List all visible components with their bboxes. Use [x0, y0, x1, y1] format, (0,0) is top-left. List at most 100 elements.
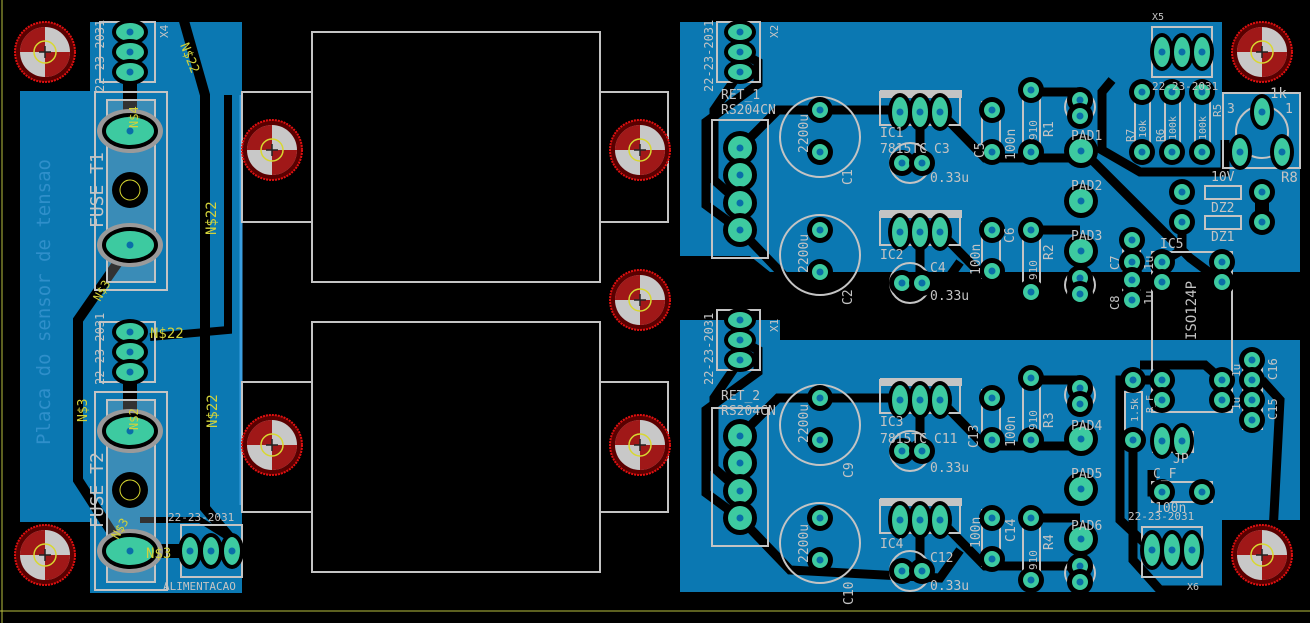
regulator-pin-drill	[916, 516, 924, 524]
label-dz-value: 10V	[1211, 170, 1235, 185]
label-c10-value: 2200u	[797, 524, 812, 563]
connector-alimentacao-pin-drill	[228, 547, 236, 555]
trace-bottom-pos	[736, 393, 900, 440]
label-n2: N$2	[127, 408, 141, 430]
mounting-hole-drill	[1250, 543, 1274, 567]
mounting-hole-crosshair	[634, 144, 646, 156]
fuse-pin-drill	[126, 547, 134, 555]
component-pin-drill	[1218, 258, 1226, 266]
bridge-pin-drill	[736, 514, 744, 522]
label-ic5-name: IC5	[1160, 237, 1183, 252]
component-pin-drill	[918, 159, 926, 167]
mounting-hole-crosshair	[1256, 46, 1268, 58]
regulator-pin-drill	[936, 396, 944, 404]
label-c8-name: C8	[1108, 296, 1122, 310]
label-r7-value: 10k	[1138, 120, 1149, 138]
label-ret2-value: RS204CN	[721, 404, 776, 419]
label-pad4: PAD4	[1071, 419, 1102, 434]
component-pin-drill	[898, 567, 906, 575]
regulator-pin-drill	[896, 396, 904, 404]
label-pad1: PAD1	[1071, 129, 1102, 144]
bridge-rectifier-top-outline	[711, 119, 769, 259]
component-pin-drill	[988, 226, 996, 234]
fuse-center-hole	[112, 172, 148, 208]
label-ic2-name: IC2	[880, 248, 903, 263]
label-alim-value: 22-23-2031	[168, 511, 234, 524]
component-pin-drill	[1168, 148, 1176, 156]
label-c2-value: 2200u	[797, 234, 812, 273]
mounting-hole-quadrants	[1237, 530, 1287, 580]
fuse-pin-drill	[126, 127, 134, 135]
component-pin-drill	[1129, 436, 1137, 444]
label-c4-value: 0.33u	[930, 289, 969, 304]
component-pin-drill	[918, 279, 926, 287]
component-pin-drill	[816, 436, 824, 444]
component-pin-drill	[1218, 396, 1226, 404]
component-pin-drill	[1218, 376, 1226, 384]
label-x3-value: 22-23-2031	[93, 313, 107, 385]
connector-x5-pin-drill	[1158, 48, 1166, 56]
zener-dz2-body	[1204, 185, 1242, 200]
component-pin-drill	[1248, 396, 1256, 404]
component-pin-drill	[1076, 400, 1084, 408]
trace-bottom-neg	[736, 514, 964, 583]
component-pin-drill	[1027, 86, 1035, 94]
component-pin-drill	[1076, 112, 1084, 120]
label-jp: JP	[1173, 452, 1189, 467]
trimmer-pin-drill	[1236, 148, 1244, 156]
fuse-holder-t1-outline	[94, 91, 168, 291]
bridge-pin-drill	[736, 487, 744, 495]
test-pad-drill	[1077, 197, 1085, 205]
component-pin-drill	[988, 106, 996, 114]
label-n22-d: N$22	[205, 394, 221, 428]
mounting-hole-layer	[14, 21, 1293, 586]
label-r2-name: R2	[1042, 244, 1057, 260]
connector-x3-pin-drill	[126, 348, 134, 356]
trace-rf-loop	[1128, 376, 1285, 595]
mounting-hole-quadrants	[1237, 27, 1287, 77]
mounting-hole-crosshair	[634, 439, 646, 451]
component-pin-drill	[1158, 258, 1166, 266]
mounting-hole-drill	[33, 40, 57, 64]
label-r3-name: R3	[1042, 412, 1057, 428]
trimmer-pin-drill	[1278, 148, 1286, 156]
mounting-hole-crosshair	[39, 549, 51, 561]
component-pin-drill	[816, 514, 824, 522]
label-x6-value: 22-23-2031	[1128, 510, 1194, 523]
connector-x6-pin-drill	[1188, 546, 1196, 554]
opamp-ic5-outline	[1151, 251, 1233, 413]
label-r8-value: 1k	[1270, 86, 1287, 102]
label-c10-name: C10	[842, 582, 857, 605]
regulator-pin-drill	[936, 516, 944, 524]
label-ic3-value: 7815TC	[880, 432, 927, 447]
mounting-hole-drill	[33, 543, 57, 567]
test-pad-drill	[1077, 147, 1085, 155]
connector-x4-pin-drill	[126, 48, 134, 56]
component-pin-drill	[1027, 374, 1035, 382]
fuse-pin-drill	[126, 427, 134, 435]
trace-n3	[73, 242, 135, 548]
label-r8-pin3: 3	[1227, 102, 1235, 117]
regulator-pin-drill	[896, 108, 904, 116]
label-rf-value: 1.5k	[1130, 398, 1141, 422]
component-pin-drill	[1076, 274, 1084, 282]
capacitor-top-2-outline	[779, 214, 861, 296]
label-ic1-value: 7815TC	[880, 142, 927, 157]
connector-x6-pin-drill	[1168, 546, 1176, 554]
bridge-pin-drill	[736, 459, 744, 467]
trimmer-pin-drill	[1258, 108, 1266, 116]
fuse-pin-drill	[126, 241, 134, 249]
component-pin-drill	[898, 159, 906, 167]
label-dz1-name: DZ1	[1211, 230, 1234, 245]
label-n3-d: N$3	[146, 546, 171, 562]
label-c9-name: C9	[842, 462, 857, 478]
label-x1-name: X1	[768, 319, 781, 332]
label-alim-name: ALIMENTACAO	[163, 580, 236, 593]
bridge-pin-drill	[736, 226, 744, 234]
label-x2-value: 22-23-2031	[702, 20, 716, 92]
component-pin-drill	[988, 394, 996, 402]
component-pin-drill	[1258, 218, 1266, 226]
capacitor-bottom-2-outline	[779, 502, 861, 584]
connector-x5-pin-drill	[1198, 48, 1206, 56]
